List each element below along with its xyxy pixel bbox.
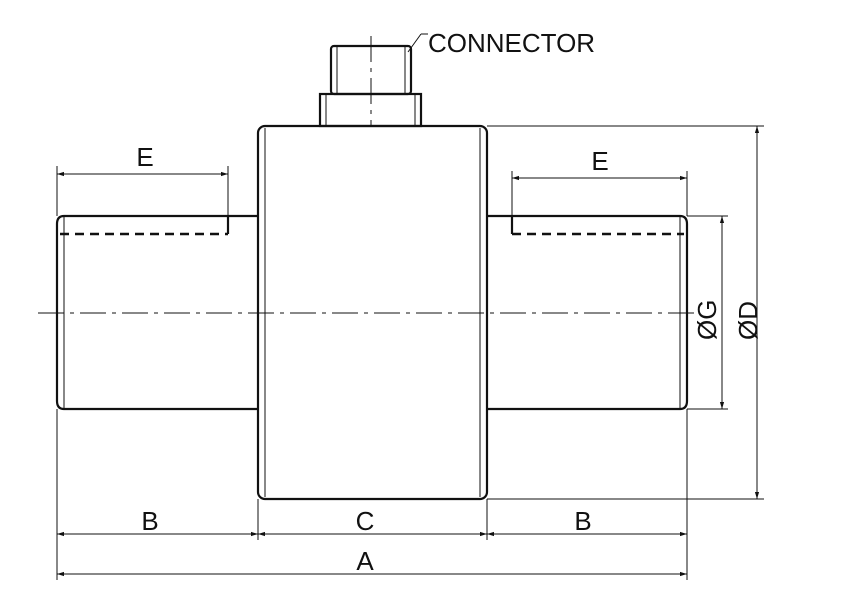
dim-b-left-label: B: [141, 506, 158, 536]
dim-g-label: ØG: [692, 300, 722, 340]
dim-e-right-label: E: [591, 146, 608, 176]
dim-e-left-label: E: [136, 142, 153, 172]
dim-b-left: B: [57, 506, 258, 537]
dim-a-label: A: [356, 546, 374, 576]
dim-g: ØG: [687, 215, 728, 410]
connector-leader: CONNECTOR: [407, 28, 595, 58]
dim-a: A: [57, 546, 687, 577]
left-shaft: [55, 214, 258, 411]
connector: [318, 36, 423, 128]
right-shaft: [487, 214, 689, 411]
dim-c: C: [258, 506, 487, 537]
connector-label: CONNECTOR: [428, 28, 595, 58]
dim-e-left: E: [56, 142, 229, 216]
dim-e-right: E: [511, 146, 688, 216]
dim-b-right-label: B: [574, 506, 591, 536]
dim-c-label: C: [356, 506, 375, 536]
dim-b-right: B: [487, 506, 687, 537]
dim-d-label: ØD: [733, 301, 763, 340]
dim-d: ØD: [487, 125, 764, 500]
